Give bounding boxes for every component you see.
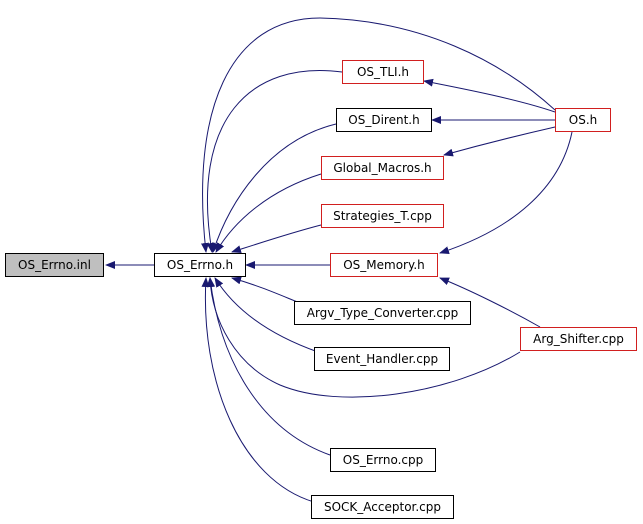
edge-os-h-to-memory (439, 131, 573, 254)
edge-os-h-to-global-macros (443, 126, 556, 157)
edge-os-h-to-tli (423, 78, 556, 113)
edge-event-handler-to-errno-h (214, 277, 319, 353)
edge-dirent-to-errno-h (211, 123, 337, 253)
node-os-dirent-h[interactable]: OS_Dirent.h (336, 108, 432, 132)
node-argv-type-converter-cpp[interactable]: Argv_Type_Converter.cpp (294, 301, 471, 325)
node-os-memory-h[interactable]: OS_Memory.h (330, 253, 438, 277)
node-os-h[interactable]: OS.h (555, 108, 611, 132)
node-os-errno-h[interactable]: OS_Errno.h (154, 253, 246, 277)
edge-argv-to-errno-h (231, 276, 301, 304)
node-os-tli-h[interactable]: OS_TLI.h (342, 60, 424, 84)
node-sock-acceptor-cpp[interactable]: SOCK_Acceptor.cpp (311, 495, 454, 519)
edge-tli-to-errno-h (206, 70, 343, 253)
node-os-errno-cpp[interactable]: OS_Errno.cpp (330, 448, 436, 472)
edge-arg-shifter-to-errno-h (206, 277, 521, 398)
edge-strategies-to-errno-h (231, 224, 322, 254)
node-global-macros-h[interactable]: Global_Macros.h (321, 156, 444, 180)
node-arg-shifter-cpp[interactable]: Arg_Shifter.cpp (520, 327, 637, 351)
node-strategies-t-cpp[interactable]: Strategies_T.cpp (321, 204, 444, 228)
edge-sock-acceptor-to-errno-h (201, 277, 315, 503)
edge-global-macros-to-errno-h (215, 173, 322, 253)
edge-arg-shifter-to-memory (439, 277, 541, 328)
edge-os-h-to-errno-h (201, 17, 556, 253)
node-os-errno-inl: OS_Errno.inl (5, 253, 104, 277)
node-event-handler-cpp[interactable]: Event_Handler.cpp (314, 347, 450, 371)
